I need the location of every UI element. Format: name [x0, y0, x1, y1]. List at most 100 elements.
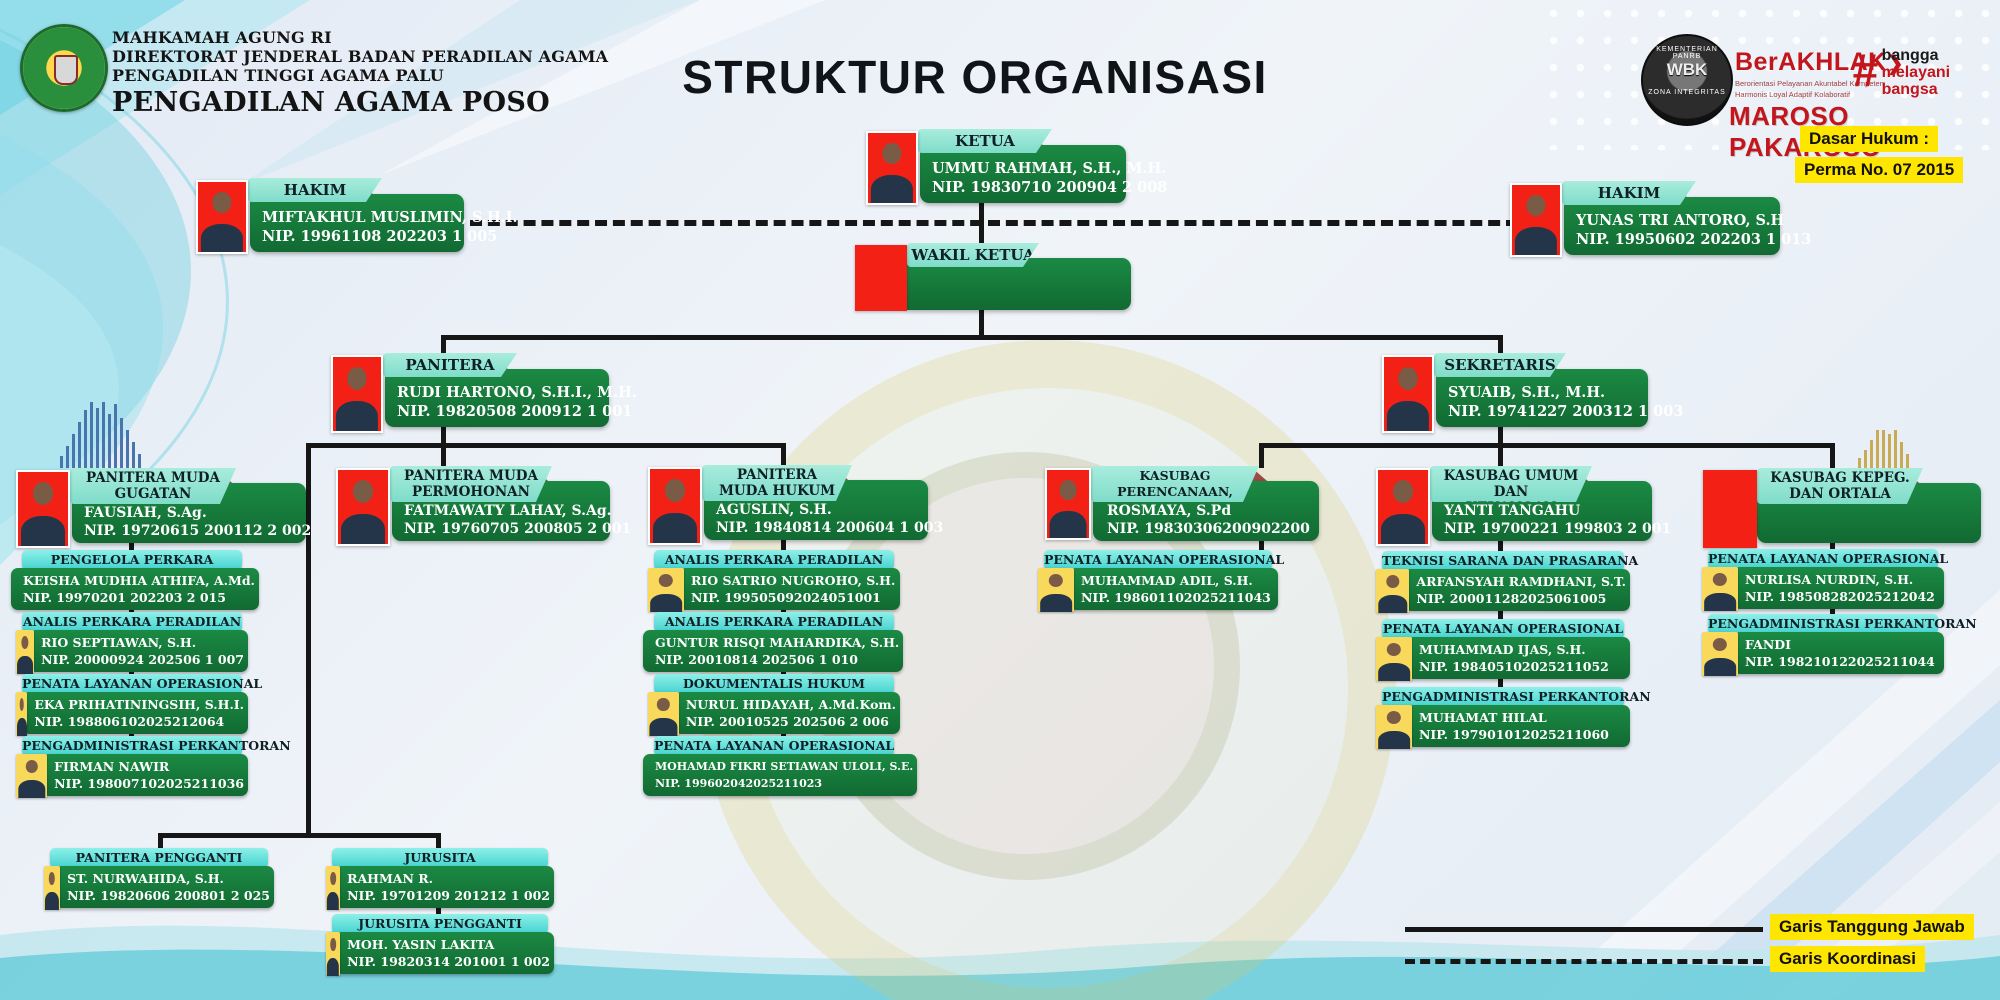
card-pm-gugatan: PANITERA MUDA GUGATAN FAUSIAH, S.Ag. NIP… [16, 468, 311, 550]
bangga-line2: melayani [1881, 64, 1951, 81]
staff-role: JURUSITA [332, 848, 548, 868]
kasubag-kepeg-photo-vacant [1703, 470, 1757, 548]
staff-kepeg-1: PENATA LAYANAN OPERASIONAL NURLISA NURDI… [1702, 549, 1948, 611]
staff-nip: NIP. 198508282025212042 [1745, 589, 1935, 604]
letterhead-line3: PENGADILAN TINGGI AGAMA PALU [112, 66, 444, 85]
line-sekretaris-down [1498, 421, 1503, 445]
staff-name: RIO SATRIO NUGROHO, S.H. [691, 573, 896, 588]
legend-dashed-line [1405, 959, 1763, 964]
pm-hukum-name: AGUSLIN, S.H. [716, 502, 832, 518]
bangga-line3: bangsa [1881, 81, 1938, 98]
line-ketua-down [979, 203, 984, 249]
staff-photo [1038, 568, 1074, 612]
staff-gugatan-4: PENGADMINISTRASI PERKANTORAN FIRMAN NAWI… [16, 736, 291, 798]
hakim-kanan-green-box [1564, 197, 1780, 255]
staff-name: MUHAMMAD ADIL, S.H. [1081, 573, 1253, 588]
pm-gugatan-title-l2: GUGATAN [114, 486, 192, 502]
staff-nip: NIP. 198007102025211036 [54, 776, 244, 791]
kasubag-umum-photo [1376, 468, 1430, 546]
staff-name: RAHMAN R. [347, 871, 434, 886]
staff-name: MUHAMMAD IJAS, S.H. [1419, 642, 1586, 657]
staff-role: JURUSITA PENGGANTI [332, 914, 548, 934]
zona-integritas-badge: KEMENTERIAN PANRB WBK ZONA INTEGRITAS [1641, 34, 1733, 126]
staff-nip: NIP. 198806102025212064 [34, 714, 225, 729]
kasubag-umum-nip: NIP. 19700221 199803 2 001 [1444, 521, 1672, 537]
staff-photo [16, 692, 28, 736]
staff-gugatan-1: PENGELOLA PERKARA KEISHA MUDHIA ATHIFA, … [11, 550, 259, 612]
staff-nip: NIP. 19970201 202203 2 015 [23, 590, 226, 605]
kasubag-perencanaan-title-l1: KASUBAG PERENCANAAN, [1117, 468, 1233, 499]
equalizer-decor-blue [60, 400, 144, 468]
page-title: STRUKTUR ORGANISASI [682, 51, 1268, 103]
staff-hukum-2: ANALIS PERKARA PERADILAN GUNTUR RISQI MA… [643, 612, 904, 674]
staff-name: FANDI [1745, 637, 1791, 652]
card-kasubag-umum: KASUBAG UMUM DAN KEUANGAN YANTI TANGAHU … [1376, 466, 1671, 548]
staff-name: MOHAMAD FIKRI SETIAWAN ULOLI, S.E. [655, 760, 914, 773]
person-silhouette [198, 182, 246, 252]
panitera-nip: NIP. 19820508 200912 1 001 [397, 403, 633, 420]
person-silhouette [1047, 470, 1089, 538]
pm-gugatan-photo [16, 470, 70, 548]
staff-role: ANALIS PERKARA PERADILAN [654, 612, 894, 632]
hakim-kanan-name: YUNAS TRI ANTORO, S.H [1576, 212, 1785, 229]
ketua-photo [866, 131, 918, 205]
hakim-kanan-photo [1510, 183, 1562, 257]
staff-nip: NIP. 198405102025211052 [1419, 659, 1609, 674]
person-silhouette [648, 692, 679, 736]
staff-photo [326, 866, 341, 910]
kasubag-umum-name: YANTI TANGAHU [1444, 503, 1581, 519]
badge-top-text: KEMENTERIAN PANRB [1656, 46, 1718, 60]
card-panitera: PANITERA RUDI HARTONO, S.H.I., M.H. NIP.… [331, 353, 637, 433]
line-to-perencanaan [1259, 446, 1264, 468]
berakhlak-text: BerAKHLAK [1735, 48, 1887, 76]
bangga-line1: bangga [1881, 47, 1939, 64]
person-silhouette [18, 472, 68, 546]
line-panitera-branch [306, 443, 786, 448]
ketua-name: UMMU RAHMAH, S.H., M.H. [932, 160, 1167, 177]
pm-gugatan-title-ribbon: PANITERA MUDA GUGATAN [70, 468, 236, 504]
staff-panitera-pengganti: PANITERA PENGGANTI ST. NURWAHIDA, S.H.NI… [44, 848, 274, 910]
staff-photo [1376, 569, 1410, 613]
line-to-jurusita [436, 836, 441, 850]
line-panitera-down [441, 421, 446, 445]
pm-hukum-nip: NIP. 19840814 200604 1 003 [716, 520, 944, 536]
card-hakim-kiri: HAKIM MIFTAKHUL MUSLIMIN, S.H.I. NIP. 19… [196, 178, 518, 256]
staff-umum-2: PENATA LAYANAN OPERASIONAL MUHAMMAD IJAS… [1376, 619, 1630, 681]
hakim-kiri-green-box [250, 194, 464, 252]
staff-photo [1376, 705, 1412, 749]
staff-name: MUHAMAT HILAL [1419, 710, 1547, 725]
staff-nip: NIP. 19701209 201212 1 002 [347, 888, 550, 903]
panitera-photo [331, 355, 383, 433]
staff-role: PENATA LAYANAN OPERASIONAL [654, 736, 894, 756]
coordination-dashed-line [470, 220, 1518, 226]
equalizer-decor-gold [1858, 428, 1912, 468]
staff-role: PANITERA PENGGANTI [50, 848, 268, 868]
card-kasubag-perencanaan: KASUBAG PERENCANAAN, TI DAN PELAPORAN RO… [1045, 466, 1323, 548]
person-silhouette [648, 568, 684, 612]
staff-photo [16, 630, 35, 674]
dasar-hukum-value: Perma No. 07 2015 [1795, 157, 1964, 183]
person-silhouette [1376, 569, 1409, 613]
pm-hukum-photo [648, 467, 702, 545]
staff-photo [16, 754, 48, 798]
letterhead-line1: MAHKAMAH AGUNG RI [112, 28, 332, 47]
card-hakim-kanan: HAKIM YUNAS TRI ANTORO, S.H NIP. 1995060… [1510, 181, 1811, 259]
pm-permohonan-nip: NIP. 19760705 200805 2 001 [404, 521, 632, 537]
staff-hukum-4: PENATA LAYANAN OPERASIONAL MOHAMAD FIKRI… [643, 736, 918, 798]
staff-name: GUNTUR RISQI MAHARDIKA, S.H. [655, 635, 900, 650]
kasubag-umum-title-l1: KASUBAG UMUM DAN [1443, 468, 1579, 500]
card-wakil-ketua: WAKIL KETUA [855, 243, 1133, 313]
spine-perencanaan-staff [1259, 537, 1264, 553]
pm-hukum-title-l2: MUDA HUKUM [718, 483, 836, 499]
kasubag-kepeg-title-l1: KASUBAG KEPEG. [1770, 470, 1910, 486]
letterhead: MAHKAMAH AGUNG RI DIREKTORAT JENDERAL BA… [112, 28, 608, 119]
legend-dashed-label: Garis Koordinasi [1770, 946, 1925, 972]
pm-permohonan-photo [336, 468, 390, 546]
staff-photo [648, 692, 679, 736]
pm-permohonan-title-l2: PERMOHONAN [411, 484, 531, 500]
staff-role: ANALIS PERKARA PERADILAN [654, 550, 894, 570]
sekretaris-name: SYUAIB, S.H., M.H. [1448, 384, 1606, 401]
line-bottom-branch2 [306, 833, 441, 838]
person-silhouette [1376, 705, 1412, 749]
